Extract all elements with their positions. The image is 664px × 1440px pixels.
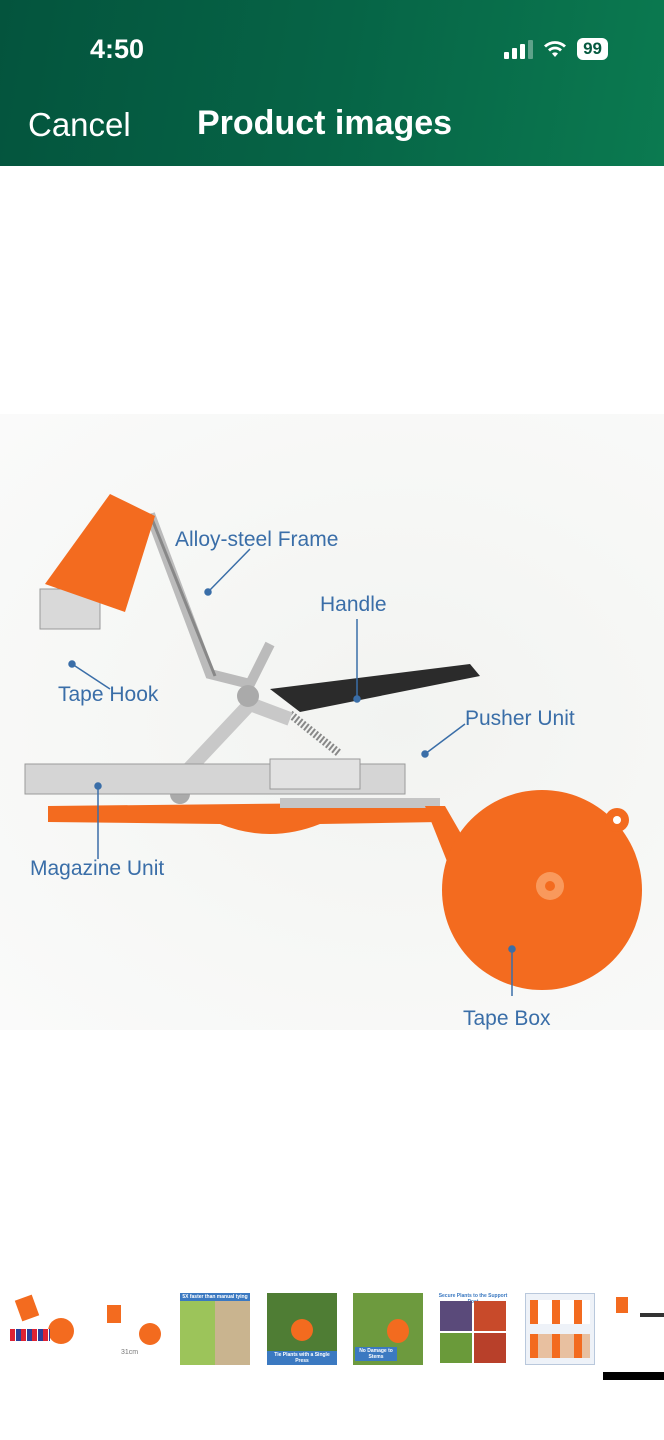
status-icons: 99	[504, 38, 608, 60]
nav-header: 4:50 99 Cancel Product images	[0, 0, 664, 166]
label-tape-hook: Tape Hook	[58, 683, 159, 706]
black-handle	[270, 664, 480, 712]
orange-head	[45, 494, 155, 612]
wifi-icon	[544, 41, 567, 57]
thumbnail-2[interactable]: 31cm	[95, 1293, 165, 1365]
status-time: 4:50	[90, 34, 145, 64]
thumbnail-4[interactable]: Tie Plants with a Single Press	[267, 1293, 337, 1365]
thumbnail-1[interactable]	[8, 1293, 78, 1365]
page-title: Product images	[197, 104, 453, 142]
orange-base	[48, 802, 440, 834]
thumbnail-7[interactable]	[525, 1293, 595, 1365]
label-pusher-unit: Pusher Unit	[465, 707, 575, 730]
label-handle: Handle	[320, 593, 387, 616]
thumbnail-5[interactable]: No Damage to Stems	[353, 1293, 423, 1365]
signal-icon	[504, 39, 534, 59]
thumbnail-3[interactable]: 5X faster than manual tying	[180, 1293, 250, 1365]
battery-icon: 99	[577, 38, 608, 60]
frame-part	[145, 512, 275, 690]
label-tape-box: Tape Box	[463, 1007, 551, 1030]
tape-tool-illustration	[24, 494, 642, 996]
selected-thumbnail-indicator	[603, 1372, 664, 1380]
thumbnail-6[interactable]: Secure Plants to the Support Post	[438, 1293, 508, 1365]
cancel-button[interactable]: Cancel	[28, 106, 131, 143]
thumbnail-strip: 31cm 5X faster than manual tying Tie Pla…	[0, 1293, 664, 1368]
label-alloy-steel-frame: Alloy-steel Frame	[175, 528, 339, 551]
label-magazine-unit: Magazine Unit	[30, 857, 165, 880]
main-product-image[interactable]: Alloy-steel Frame Handle Tape Hook Pushe…	[0, 414, 664, 1030]
thumbnail-8[interactable]	[610, 1293, 664, 1365]
